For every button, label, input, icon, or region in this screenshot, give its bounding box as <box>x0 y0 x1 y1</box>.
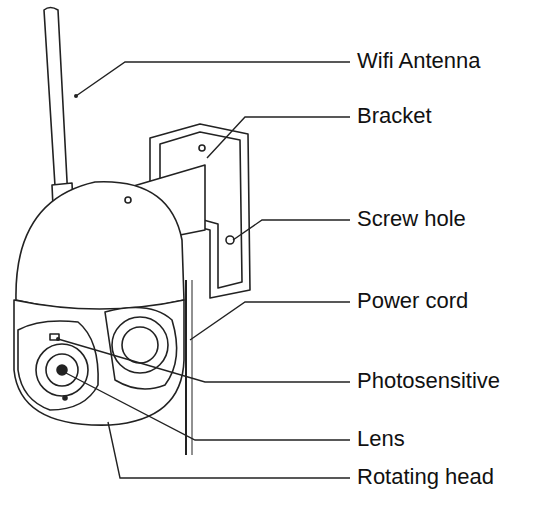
bracket-hole <box>199 145 205 151</box>
leader-dot <box>56 337 60 341</box>
lens-ring <box>36 344 88 396</box>
side-disc-inner <box>122 327 158 363</box>
dome <box>16 182 184 310</box>
side-disc <box>112 317 168 373</box>
power-cord-edge <box>192 280 193 455</box>
leader-line <box>76 62 350 96</box>
bracket-label: Bracket <box>357 103 432 129</box>
leader-line <box>64 372 350 440</box>
leader-line <box>233 220 350 240</box>
mic-dot <box>63 396 67 400</box>
head-side <box>105 308 177 390</box>
power-cord-label: Power cord <box>357 288 468 314</box>
wifi-antenna <box>44 8 68 203</box>
leader-line <box>207 117 350 158</box>
antenna-label: Wifi Antenna <box>357 48 481 74</box>
screw-hole <box>226 236 234 244</box>
lens-housing <box>18 321 98 410</box>
leader-dot <box>74 94 78 98</box>
leader-line <box>108 422 350 478</box>
lens-label: Lens <box>357 426 405 452</box>
leader-dot <box>62 370 66 374</box>
screw-hole-label: Screw hole <box>357 206 466 232</box>
dome-screw <box>125 197 131 203</box>
leader-line <box>190 302 350 340</box>
power-cord <box>185 280 187 455</box>
rotating-head-label: Rotating head <box>357 464 494 490</box>
photosensitive-label: Photosensitive <box>357 368 500 394</box>
rotating-head <box>14 300 184 425</box>
photosensitive-sensor <box>50 334 59 340</box>
lens <box>46 354 78 386</box>
leader-line <box>58 339 350 382</box>
